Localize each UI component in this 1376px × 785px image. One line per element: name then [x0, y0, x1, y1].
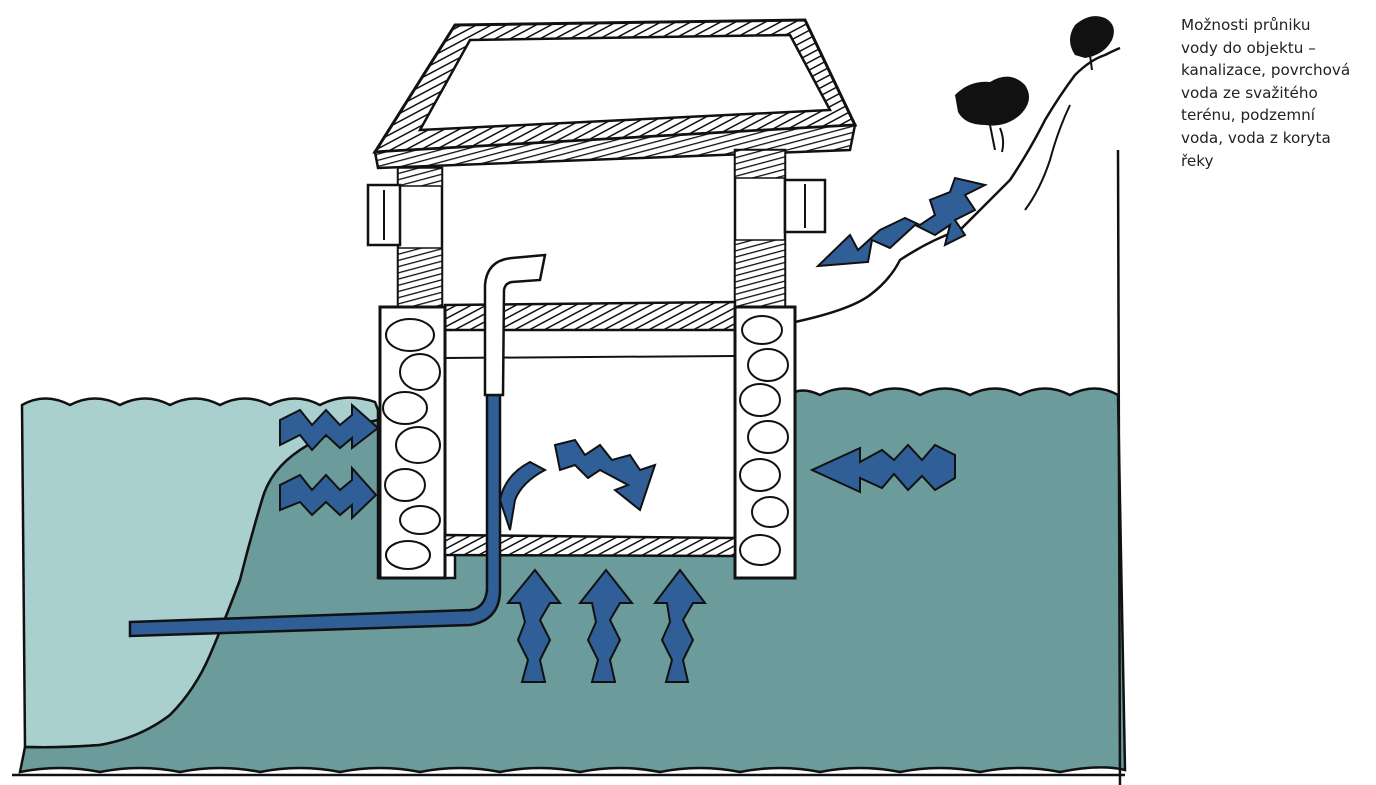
water-arrow-icon — [809, 443, 956, 494]
upper-wall-left — [366, 166, 444, 310]
figure-caption: Možnosti průniku vody do objektu – kanal… — [1181, 16, 1351, 170]
tree-icon — [955, 76, 1029, 153]
water-arrow-icon — [279, 402, 380, 452]
upper-wall-right — [733, 148, 827, 310]
tree-icon — [1070, 16, 1114, 71]
water-arrow-icon — [505, 568, 563, 683]
basement-wall-left — [378, 305, 447, 580]
right-edge-line — [1116, 149, 1122, 785]
water-arrow-icon — [279, 465, 378, 521]
sewer-pipe-vent — [483, 253, 547, 397]
basement-floor — [443, 533, 737, 558]
basement-wall-right — [733, 305, 797, 580]
water-arrow-icon — [652, 568, 708, 683]
water-arrow-icon — [815, 176, 988, 268]
sewer-backflow-branch — [498, 460, 548, 531]
water-arrow-icon — [553, 438, 657, 512]
roof-inner — [417, 33, 833, 132]
water-arrow-icon — [577, 568, 635, 683]
roof-eave — [373, 123, 857, 170]
hillside-terrain — [794, 46, 1121, 324]
hillside-terrain-detail — [1024, 104, 1071, 211]
